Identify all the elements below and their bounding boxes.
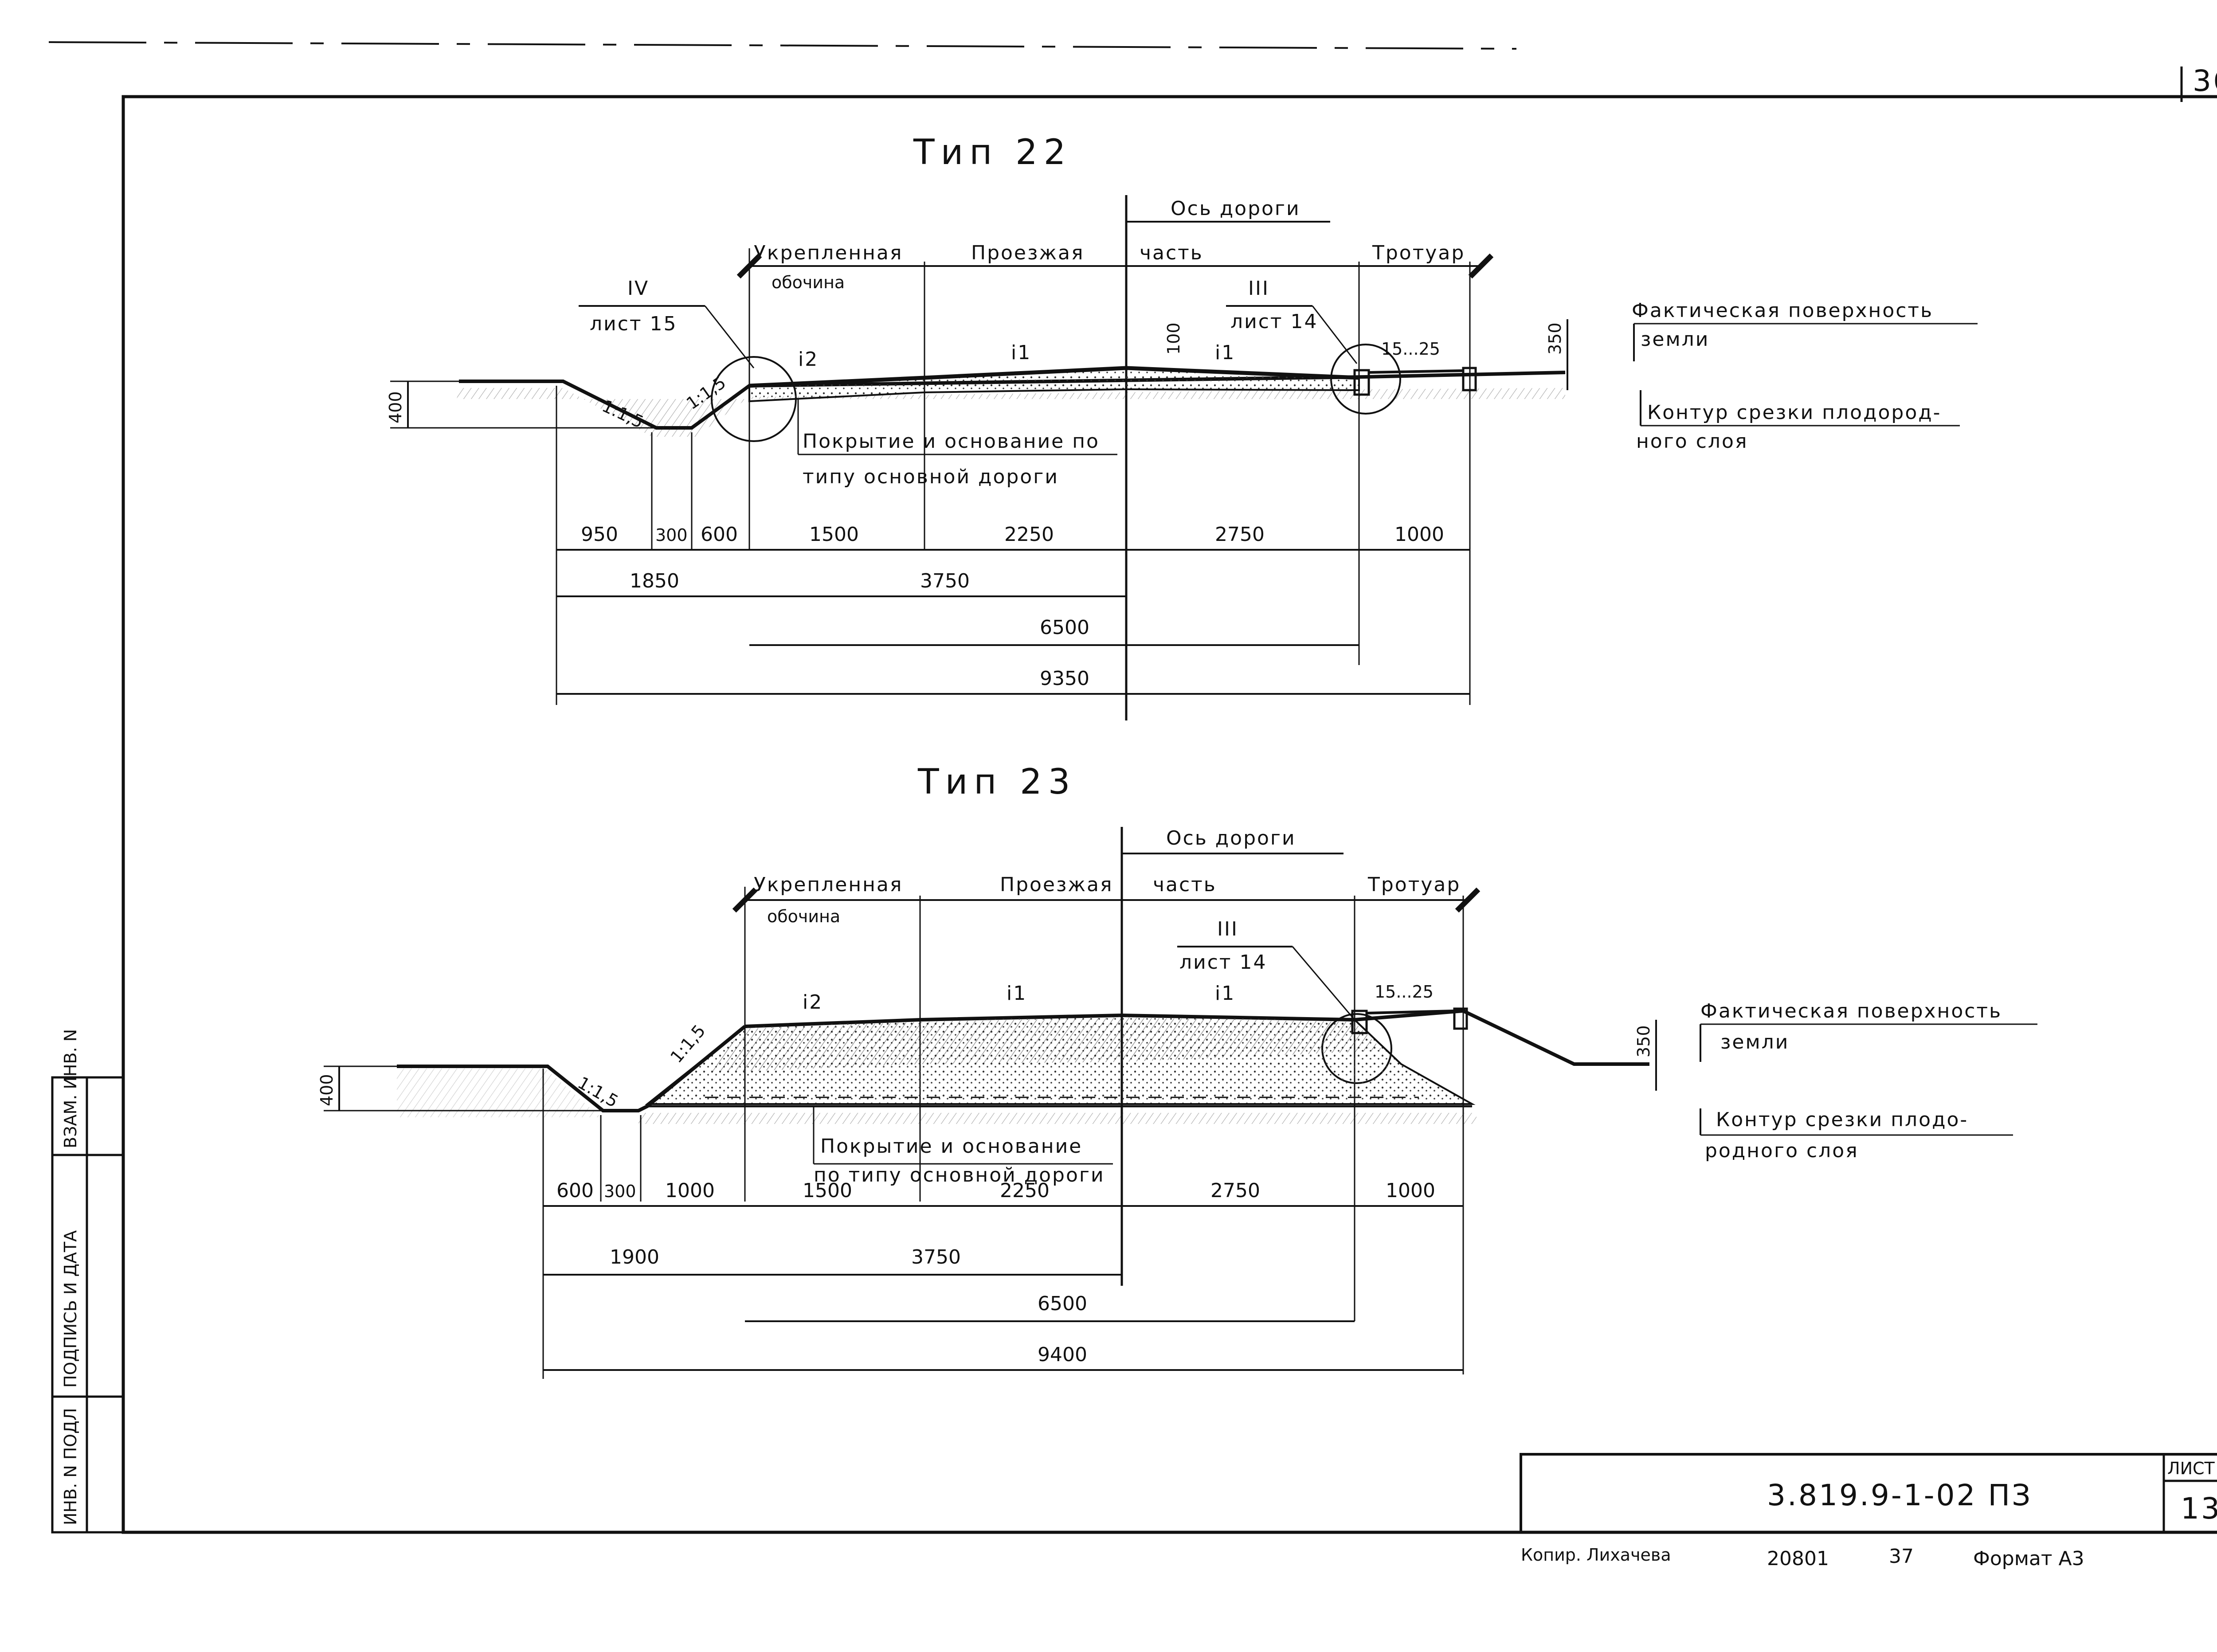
type22-i1-right: i1: [1215, 341, 1235, 364]
frame-border: [121, 95, 2217, 1534]
type23-ground-label-2: земли: [1720, 1031, 1789, 1053]
type23-dims: 600 300 1000 1500 2250 2750 1000 1900 37…: [542, 1069, 1463, 1379]
type23-sidewalk-label: Тротуар: [1367, 873, 1461, 896]
type23-pavement: [705, 1018, 1383, 1073]
section-type23: Тип 23 Ось дороги Укрепленная обочина Пр…: [317, 762, 2037, 1379]
type23-ref-iii-sheet: лист 14: [1179, 951, 1267, 974]
type22-i2: i2: [798, 348, 819, 371]
type22-dim-400: 400: [386, 391, 405, 423]
type23-d2: 300: [604, 1182, 636, 1201]
type22-ref-iv-sheet: лист 15: [590, 313, 678, 335]
sheet-number: 13: [2181, 1491, 2217, 1526]
format-label: Формат А3: [1973, 1547, 2084, 1570]
copied-by: Копир. Лихачева: [1521, 1545, 1671, 1565]
type23-strip-label: Контур срезки плодо-: [1716, 1108, 1968, 1131]
type22-shoulder-label: Укрепленная: [754, 242, 903, 264]
scan-line: [48, 41, 1517, 50]
type22-d3: 600: [701, 523, 738, 546]
type22-i1-left: i1: [1011, 341, 1031, 364]
title-block: 3.819.9-1-02 ПЗ ЛИСТ 13 Копир. Лихачева …: [1520, 1453, 2217, 1570]
type23-ground-label: Фактическая поверхность: [1700, 1000, 2002, 1022]
type22-strip-label-2: ного слоя: [1636, 430, 1748, 453]
type22-d8: 1850: [630, 570, 679, 592]
type23-d6: 2750: [1210, 1179, 1260, 1202]
type23-strip-label-2: родного слоя: [1705, 1139, 1859, 1162]
type23-pavement-label: Покрытие и основание: [820, 1135, 1082, 1158]
type22-carriageway-label: Проезжая: [971, 242, 1084, 264]
type23-d8: 1900: [610, 1246, 659, 1268]
type23-carriageway-label-2: часть: [1153, 873, 1217, 896]
order-number: 20801: [1767, 1547, 1829, 1570]
type22-dim-100: 100: [1164, 322, 1183, 355]
type23-axis-label: Ось дороги: [1166, 827, 1296, 849]
type23-ref-iii: III: [1217, 918, 1238, 940]
type22-ground-label: Фактическая поверхность: [1632, 299, 1933, 322]
doc-code: 3.819.9-1-02 ПЗ: [1767, 1478, 2032, 1512]
type22-sidewalk-label: Тротуар: [1372, 242, 1465, 264]
extra-number: 37: [1889, 1545, 1914, 1568]
type23-dim-350: 350: [1634, 1025, 1653, 1057]
type23-curb: 15...25: [1375, 982, 1434, 1002]
type22-ref-iii: III: [1248, 277, 1269, 300]
side-stamp: ИНВ. N ПОДЛ ПОДПИСЬ И ДАТА ВЗАМ. ИНВ. N: [51, 1029, 125, 1534]
type22-dim-350: 350: [1545, 322, 1565, 355]
type23-d3: 1000: [665, 1179, 715, 1202]
type23-dim-400: 400: [317, 1074, 337, 1106]
type23-title: Тип 23: [917, 762, 1076, 802]
type22-dims: 950 300 600 1500 2250 2750 1000 1850 375…: [556, 386, 1470, 705]
type22-d1: 950: [581, 523, 618, 546]
type23-d9: 3750: [911, 1246, 961, 1268]
type22-ref-iii-sheet: лист 14: [1230, 310, 1318, 333]
type22-axis-label: Ось дороги: [1171, 197, 1300, 220]
type23-pavement-label-2: по типу основной дороги: [814, 1164, 1105, 1186]
type23-d10: 6500: [1038, 1292, 1087, 1315]
type23-d11: 9400: [1038, 1343, 1087, 1366]
type23-d4: 1500: [803, 1179, 852, 1202]
type22-d4: 1500: [809, 523, 859, 546]
type22-shoulder-label-2: обочина: [772, 273, 845, 292]
type22-d9: 3750: [920, 570, 970, 592]
type22-ground-label-2: земли: [1641, 328, 1709, 351]
type22-strip-label: Контур срезки плодород-: [1647, 401, 1942, 424]
side-label-replace: ВЗАМ. ИНВ. N: [61, 1029, 80, 1148]
type23-d1: 600: [556, 1179, 594, 1202]
page-number: 36: [2193, 64, 2217, 98]
type22-d10: 6500: [1040, 616, 1089, 639]
side-label-inv: ИНВ. N ПОДЛ: [61, 1408, 80, 1525]
type22-d2: 300: [655, 525, 688, 545]
type22-pavement-label-2: типу основной дороги: [803, 466, 1059, 488]
type23-i1-right: i1: [1215, 982, 1235, 1005]
type23-d7: 1000: [1386, 1179, 1435, 1202]
type22-pavement-label: Покрытие и основание по: [803, 430, 1100, 453]
type22-ref-iv: IV: [627, 277, 649, 300]
type22-carriageway-label-2: часть: [1140, 242, 1203, 264]
section-type22: Тип 22 Ось дороги Укрепленная обочина Пр…: [386, 133, 1978, 720]
type22-curb: 15...25: [1381, 339, 1440, 359]
type22-d5: 2250: [1004, 523, 1054, 546]
type23-i1-left: i1: [1007, 982, 1027, 1005]
type22-d11: 9350: [1040, 667, 1089, 690]
type23-shoulder-label-2: обочина: [767, 907, 840, 926]
type22-title: Тип 22: [913, 133, 1072, 172]
side-label-sign: ПОДПИСЬ И ДАТА: [61, 1230, 80, 1388]
type22-d6: 2750: [1215, 523, 1265, 546]
type23-carriageway-label: Проезжая: [1000, 873, 1113, 896]
type23-i2: i2: [803, 991, 823, 1014]
type22-d7: 1000: [1394, 523, 1444, 546]
type23-d5: 2250: [1000, 1179, 1050, 1202]
sheet-label: ЛИСТ: [2167, 1459, 2215, 1478]
type23-shoulder-label: Укрепленная: [754, 873, 903, 896]
